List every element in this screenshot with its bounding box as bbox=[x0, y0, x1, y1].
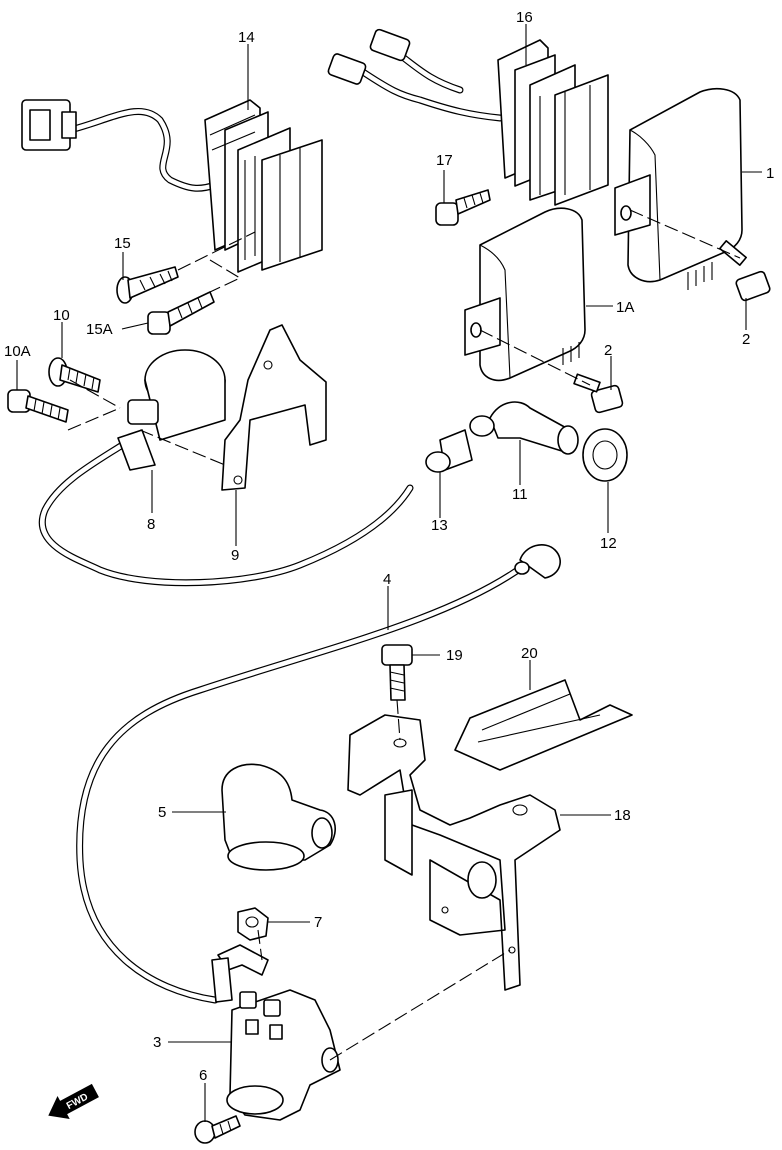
bolt-2-upper[interactable] bbox=[719, 240, 771, 302]
part-5-terminal-cover[interactable] bbox=[221, 763, 336, 871]
callout-17: 17 bbox=[436, 152, 453, 169]
part-16-regulator-rectifier[interactable] bbox=[327, 28, 609, 206]
bolt-10a[interactable] bbox=[7, 389, 69, 423]
bolt-6[interactable] bbox=[194, 1115, 241, 1144]
leader-lines bbox=[16, 24, 762, 1122]
part-3-starter-relay[interactable] bbox=[211, 944, 341, 1121]
assembly-lines bbox=[67, 209, 741, 1061]
callout-13: 13 bbox=[431, 517, 448, 534]
callout-1a: 1A bbox=[616, 299, 634, 316]
part-4-cable[interactable] bbox=[76, 544, 561, 1004]
part-7-nut[interactable] bbox=[237, 907, 269, 941]
bolt-10[interactable] bbox=[48, 357, 101, 393]
part-12-grommet[interactable] bbox=[582, 428, 628, 482]
bolt-2-lower[interactable] bbox=[573, 373, 624, 414]
bolt-15[interactable] bbox=[116, 266, 179, 304]
bolt-17[interactable] bbox=[435, 189, 491, 226]
callout-4: 4 bbox=[383, 571, 391, 588]
callout-6: 6 bbox=[199, 1067, 207, 1084]
callout-15: 15 bbox=[114, 235, 131, 252]
callout-12: 12 bbox=[600, 535, 617, 552]
callout-11: 11 bbox=[512, 486, 528, 503]
callout-18: 18 bbox=[614, 807, 631, 824]
bolt-19[interactable] bbox=[381, 644, 413, 701]
part-18-battery-bracket[interactable] bbox=[347, 714, 561, 991]
part-9-coil-bracket[interactable] bbox=[221, 324, 327, 491]
part-13-cap[interactable] bbox=[425, 429, 473, 473]
callout-7: 7 bbox=[314, 914, 322, 931]
callout-2-lower: 2 bbox=[604, 342, 612, 359]
callout-1: 1 bbox=[766, 165, 774, 182]
callout-19: 19 bbox=[446, 647, 463, 664]
callout-20: 20 bbox=[521, 645, 538, 662]
callout-2-upper: 2 bbox=[742, 331, 750, 348]
callout-15a: 15A bbox=[86, 321, 113, 338]
callout-5: 5 bbox=[158, 804, 166, 821]
fwd-label: FWD bbox=[65, 1092, 90, 1112]
callout-labels: 14 16 1 1A 2 2 17 15 15A 10 10A 8 9 11 1… bbox=[4, 9, 774, 1084]
callout-14: 14 bbox=[238, 29, 255, 46]
callout-10a: 10A bbox=[4, 343, 31, 360]
callout-9: 9 bbox=[231, 547, 239, 564]
part-1-cdi-unit[interactable] bbox=[614, 87, 743, 290]
callout-8: 8 bbox=[147, 516, 155, 533]
part-20-strap[interactable] bbox=[454, 679, 633, 771]
bolt-15a[interactable] bbox=[147, 291, 215, 335]
callout-16: 16 bbox=[516, 9, 533, 26]
callout-10: 10 bbox=[53, 307, 70, 324]
part-1a-cdi-unit[interactable] bbox=[464, 207, 586, 382]
fwd-arrow-icon: FWD bbox=[48, 1083, 99, 1119]
part-11-plug-cap[interactable] bbox=[469, 401, 579, 455]
callout-3: 3 bbox=[153, 1034, 161, 1051]
part-14-regulator-rectifier[interactable] bbox=[21, 99, 323, 273]
part-8-ignition-coil[interactable] bbox=[38, 349, 414, 587]
